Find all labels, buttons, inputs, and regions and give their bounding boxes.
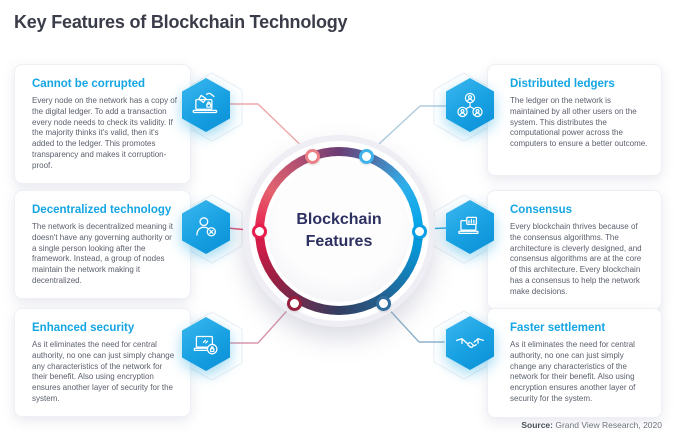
connector-faster-settlement — [382, 302, 445, 343]
hexagon-shape — [182, 78, 230, 132]
user-network-icon — [457, 92, 483, 118]
feature-title: Distributed ledgers — [510, 78, 615, 90]
feature-title: Cannot be corrupted — [32, 78, 146, 90]
page-title: Key Features of Blockchain Technology — [14, 12, 348, 32]
center-circle: Blockchain Features — [243, 135, 435, 327]
hexagon-faster-settlement — [446, 316, 494, 370]
ring-node-decentralized-technology — [251, 223, 267, 239]
feature-card-distributed-ledgers: Distributed ledgers The ledger on the ne… — [487, 64, 662, 176]
hexagon-distributed-ledgers — [446, 78, 494, 132]
connector-distributed-ledgers — [365, 105, 449, 157]
hexagon-shape — [446, 200, 494, 254]
center-label: Blockchain Features — [268, 160, 410, 302]
hexagon-decentralized-technology — [182, 200, 230, 254]
feature-card-enhanced-security: Enhanced security As it eliminates the n… — [14, 308, 191, 417]
feature-card-decentralized-technology: Decentralized technology The network is … — [14, 190, 191, 299]
ring-node-enhanced-security — [286, 295, 302, 311]
feature-description: Every node on the network has a copy of … — [32, 96, 177, 170]
center-circle-bezel: Blockchain Features — [249, 141, 429, 321]
ring-node-consensus — [411, 223, 427, 239]
center-label-line1: Blockchain — [296, 211, 382, 228]
feature-title: Enhanced security — [32, 322, 135, 334]
feature-card-consensus: Consensus Every blockchain thrives becau… — [487, 190, 662, 310]
laptop-chart-icon — [458, 216, 479, 235]
feature-description: Every blockchain thrives because of the … — [510, 222, 642, 296]
hexagon-shape — [182, 317, 230, 371]
feature-card-faster-settlement: Faster settlement As it eliminates the n… — [487, 308, 662, 418]
feature-description: As it eliminates the need for central au… — [510, 340, 636, 403]
hexagon-consensus — [446, 200, 494, 254]
source-attribution: Source: Grand View Research, 2020 — [521, 420, 662, 430]
ring-node-faster-settlement — [375, 295, 391, 311]
feature-description: The network is decentralized meaning it … — [32, 222, 173, 285]
feature-title: Decentralized technology — [32, 204, 172, 216]
hexagon-shape — [182, 200, 230, 254]
source-text: Grand View Research, 2020 — [553, 420, 662, 430]
user-no-authority-icon — [196, 217, 217, 237]
feature-description: The ledger on the network is maintained … — [510, 96, 648, 149]
ledger-entry-hand-icon — [192, 92, 218, 114]
hexagon-shape — [446, 316, 494, 370]
ring-node-distributed-ledgers — [358, 148, 374, 164]
ring-node-cannot-be-corrupted — [304, 148, 320, 164]
source-label: Source: — [521, 420, 553, 430]
center-inner-bezel: Blockchain Features — [264, 156, 414, 306]
handshake-icon — [456, 338, 484, 348]
hexagon-enhanced-security — [182, 317, 230, 371]
feature-card-cannot-be-corrupted: Cannot be corrupted Every node on the ne… — [14, 64, 191, 184]
feature-description: As it eliminates the need for central au… — [32, 340, 175, 403]
feature-title: Faster settlement — [510, 322, 606, 334]
center-gradient-ring: Blockchain Features — [255, 147, 423, 315]
center-label-line2: Features — [305, 233, 373, 250]
hexagon-cannot-be-corrupted — [182, 78, 230, 132]
laptop-lock-icon — [193, 335, 218, 355]
connector-cannot-be-corrupted — [228, 103, 313, 157]
feature-title: Consensus — [510, 204, 572, 216]
hexagon-shape — [446, 78, 494, 132]
connector-enhanced-security — [229, 302, 295, 344]
